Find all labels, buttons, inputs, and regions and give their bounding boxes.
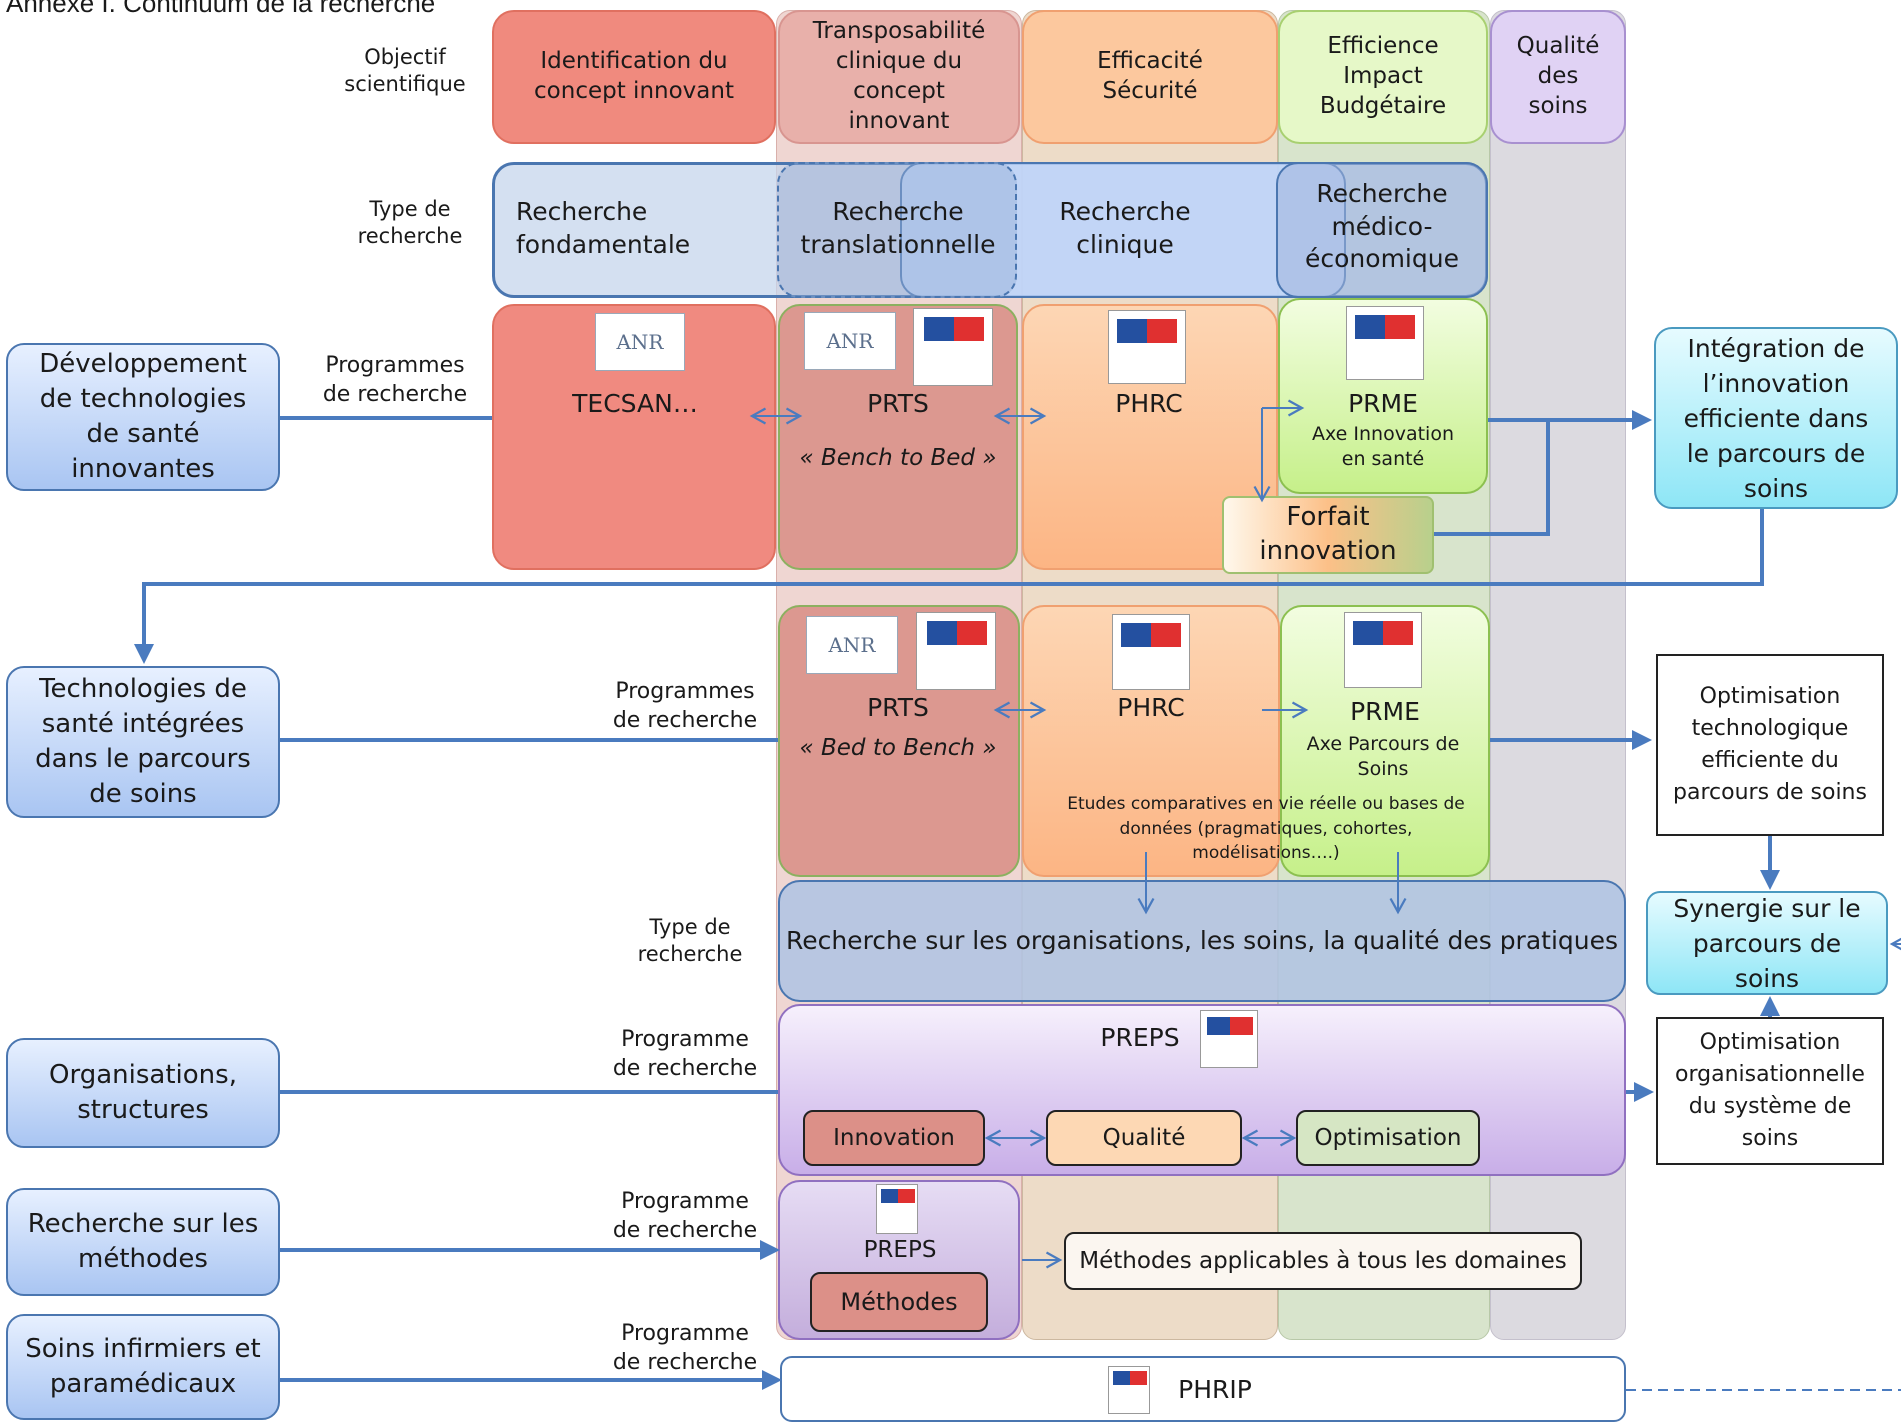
- research-type-translationnelle: Recherche translationnelle: [800, 197, 996, 259]
- republique-logo-4: [916, 612, 996, 690]
- line-integration-loop: [134, 509, 1764, 664]
- republique-logo-1: [913, 308, 993, 386]
- program-prts-1: PRTS: [867, 389, 929, 418]
- research-type-organisations: Recherche sur les organisations, les soi…: [778, 880, 1626, 1002]
- label-programme-2: Programme de recherche: [612, 1189, 758, 1243]
- program-prme-box-1: [1278, 298, 1488, 494]
- program-phrc-1: PHRC: [1115, 389, 1183, 418]
- methodes-applicables: Méthodes applicables à tous les domaines: [1064, 1232, 1582, 1290]
- program-prts-2: PRTS: [867, 693, 929, 722]
- label-programme-3: Programme de recherche: [612, 1321, 758, 1375]
- forfait-innovation: Forfait innovation: [1222, 496, 1434, 574]
- republique-logo-3: [1346, 306, 1424, 380]
- preps-optimisation: Optimisation: [1296, 1110, 1480, 1166]
- research-type-clinique-bg: [900, 162, 1346, 298]
- research-type-medico-bg: [1276, 162, 1488, 298]
- program-prts-1-sub: « Bench to Bed »: [799, 445, 997, 471]
- label-type-recherche-2: Type de recherche: [637, 915, 743, 967]
- objective-identification: Identification du concept innovant: [492, 10, 776, 144]
- label-type-recherche-1: Type de recherche: [357, 197, 463, 249]
- preps-qualite: Qualité: [1046, 1110, 1242, 1166]
- side-soins-infirmiers: Soins infirmiers et paramédicaux: [6, 1314, 280, 1420]
- right-optim-orga: Optimisation organisationnelle du systèm…: [1656, 1017, 1884, 1165]
- program-tecsan: TECSAN…: [572, 389, 698, 418]
- anr-logo-2: ANR: [804, 312, 896, 370]
- side-developpement: Développement de technologies de santé i…: [6, 343, 280, 491]
- objective-efficacite: Efficacité Sécurité: [1022, 10, 1278, 144]
- right-integration: Intégration de l’innovation efficiente d…: [1654, 327, 1898, 509]
- republique-logo-5: [1112, 614, 1190, 690]
- right-synergie: Synergie sur le parcours de soins: [1646, 891, 1888, 995]
- preps-title: PREPS: [1100, 1023, 1180, 1052]
- page-title: Annexe I. Continuum de la recherche: [6, 0, 436, 18]
- republique-logo-9: [1108, 1366, 1150, 1414]
- methodes-methodes: Méthodes: [810, 1272, 988, 1332]
- side-technologies-integrees: Technologies de santé intégrées dans le …: [6, 666, 280, 818]
- anr-logo-3: ANR: [806, 616, 898, 674]
- objective-efficience: Efficience Impact Budgétaire: [1278, 10, 1488, 144]
- research-type-fondamentale: Recherche fondamentale: [516, 197, 691, 259]
- side-organisations: Organisations, structures: [6, 1038, 280, 1148]
- objective-qualite: Qualité des soins: [1490, 10, 1626, 144]
- methodes-preps: PREPS: [863, 1237, 937, 1263]
- republique-logo-8: [876, 1184, 918, 1234]
- research-type-translationnelle-bg: [777, 162, 1017, 298]
- republique-logo-2: [1108, 310, 1186, 384]
- label-programme-1: Programme de recherche: [612, 1027, 758, 1081]
- right-optim-techno: Optimisation technologique efficiente du…: [1656, 654, 1884, 836]
- program-prme-1-sub: Axe Innovation en santé: [1312, 423, 1454, 470]
- label-programmes-2: Programmes de recherche: [612, 679, 758, 733]
- objective-transposabilite: Transposabilité clinique du concept inno…: [778, 10, 1020, 144]
- etudes-comparatives: Etudes comparatives en vie réelle ou bas…: [1067, 794, 1465, 864]
- republique-logo-7: [1200, 1010, 1258, 1068]
- research-type-medico: Recherche médico-économique: [1305, 179, 1459, 273]
- program-prme-1: PRME: [1348, 389, 1418, 418]
- phrip-label: PHRIP: [1178, 1375, 1252, 1404]
- program-prts-2-sub: « Bed to Bench »: [799, 735, 997, 761]
- program-prme-2: PRME: [1350, 697, 1420, 726]
- republique-logo-6: [1344, 612, 1422, 688]
- label-programmes-1: Programmes de recherche: [322, 353, 468, 407]
- preps-innovation: Innovation: [803, 1110, 985, 1166]
- side-methodes: Recherche sur les méthodes: [6, 1188, 280, 1296]
- label-objectif: Objectif scientifique: [344, 45, 466, 97]
- program-phrc-2: PHRC: [1117, 693, 1185, 722]
- line-forfait: [1434, 420, 1550, 536]
- program-prme-2-sub: Axe Parcours de Soins: [1306, 733, 1460, 780]
- research-type-clinique: Recherche clinique: [1059, 197, 1191, 259]
- anr-logo-1: ANR: [595, 313, 685, 371]
